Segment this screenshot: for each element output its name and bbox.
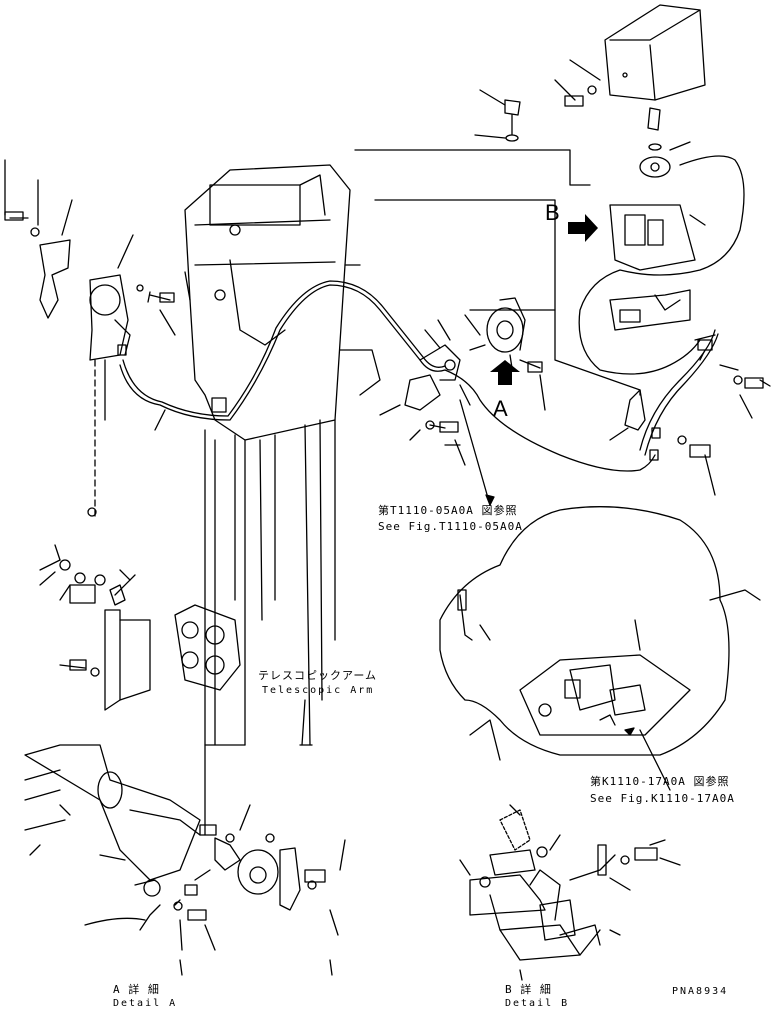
ref-k1110-en: See Fig.K1110-17A0A xyxy=(590,792,735,805)
sensor-assembly-a xyxy=(379,297,546,506)
detail-a-drawing xyxy=(24,744,346,951)
lower-bracket xyxy=(39,544,151,711)
leader-line xyxy=(554,309,641,396)
telescopic-arm-jp: テレスコピックアーム xyxy=(258,669,378,682)
engine-block xyxy=(439,506,761,761)
detail-b-drawing xyxy=(459,804,681,961)
callout-b-label: B xyxy=(545,200,560,225)
wire-harness xyxy=(119,284,446,421)
leader-line xyxy=(354,149,591,186)
arrow-b-icon xyxy=(568,214,598,242)
ref-k1110-jp: 第K1110-17A0A 図参照 xyxy=(590,775,730,788)
drawing-number: PNA8934 xyxy=(672,986,729,997)
ref-t1110-en: See Fig.T1110-05A0A xyxy=(378,520,523,533)
arrow-a-icon xyxy=(490,360,520,385)
leader-line xyxy=(374,199,556,311)
detail-b-jp: B 詳 細 xyxy=(505,983,552,996)
controller-box xyxy=(474,4,771,496)
detail-b-en: Detail B xyxy=(505,998,570,1009)
telescopic-arm-en: Telescopic Arm xyxy=(262,685,375,696)
detail-a-en: Detail A xyxy=(113,998,178,1009)
boom-assembly xyxy=(174,164,381,836)
ref-t1110-jp: 第T1110-05A0A 図参照 xyxy=(378,504,518,517)
detail-a-jp: A 詳 細 xyxy=(113,983,160,996)
leader-line xyxy=(639,729,671,791)
callout-a-label: A xyxy=(493,396,508,421)
switch-bracket-left xyxy=(4,159,191,521)
